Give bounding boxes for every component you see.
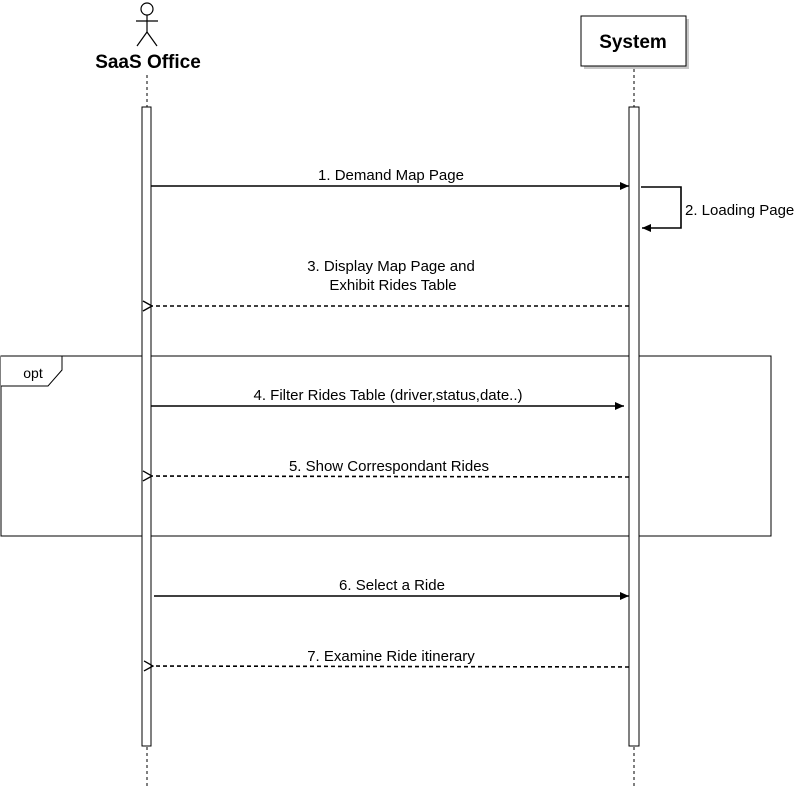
- message-6-label: 6. Select a Ride: [339, 577, 445, 594]
- actor-icon: [136, 2, 158, 47]
- message-3-label-line2: Exhibit Rides Table: [329, 277, 456, 294]
- message-2-label: 2. Loading Page: [685, 202, 794, 219]
- system-name: System: [599, 32, 667, 53]
- message-3-label: 3. Display Map Page and: [307, 258, 475, 275]
- message-1-label: 1. Demand Map Page: [318, 167, 464, 184]
- message-7-label: 7. Examine Ride itinerary: [307, 648, 475, 665]
- message-5-label: 5. Show Correspondant Rides: [289, 458, 489, 475]
- system-activation-bar: [628, 106, 640, 747]
- opt-fragment: [0, 355, 772, 537]
- message-7-arrow: [153, 666, 630, 667]
- actor-name: SaaS Office: [95, 52, 201, 73]
- message-2-arrow: [641, 186, 682, 232]
- system-participant-box: [580, 15, 689, 69]
- actor-activation-bar: [141, 106, 152, 747]
- opt-fragment-label: opt: [23, 365, 43, 381]
- message-4-label: 4. Filter Rides Table (driver,status,dat…: [253, 387, 522, 404]
- message-5-arrow: [152, 476, 630, 477]
